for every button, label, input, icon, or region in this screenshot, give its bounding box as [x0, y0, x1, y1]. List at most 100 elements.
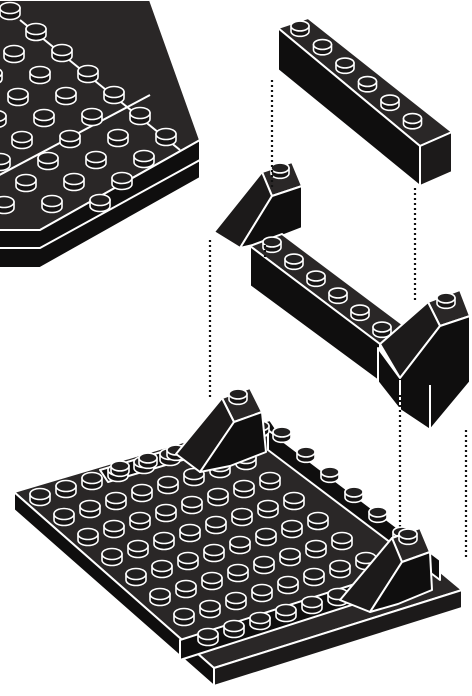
stud — [226, 593, 246, 610]
stud — [359, 77, 377, 92]
stud — [180, 525, 200, 542]
stud — [307, 271, 325, 286]
stud — [78, 529, 98, 546]
stud — [30, 489, 50, 506]
stud — [128, 541, 148, 558]
stud — [229, 389, 247, 404]
stud — [130, 513, 150, 530]
stud — [230, 537, 250, 554]
stud — [38, 153, 58, 170]
stud — [273, 427, 291, 442]
stud — [321, 467, 339, 482]
stud — [60, 131, 80, 148]
stud — [90, 195, 110, 212]
stud — [254, 557, 274, 574]
stud — [108, 130, 128, 147]
stud — [381, 95, 399, 110]
stud — [278, 577, 298, 594]
stud — [228, 565, 248, 582]
stud — [0, 154, 10, 171]
stud — [8, 89, 28, 106]
stud — [304, 569, 324, 586]
stud — [158, 477, 178, 494]
slope-brick-right — [378, 290, 470, 430]
stud — [202, 573, 222, 590]
stud — [200, 601, 220, 618]
stud — [0, 111, 6, 128]
stud — [206, 517, 226, 534]
stud — [332, 533, 352, 550]
stud — [234, 481, 254, 498]
stud — [34, 110, 54, 127]
stud — [178, 553, 198, 570]
stud — [82, 473, 102, 490]
stud — [130, 108, 150, 125]
stud — [154, 533, 174, 550]
brick-1x6-top — [278, 18, 452, 186]
stud — [182, 497, 202, 514]
stud — [282, 521, 302, 538]
stud — [126, 569, 146, 586]
stud — [252, 585, 272, 602]
stud — [437, 293, 455, 308]
stud — [280, 549, 300, 566]
stud — [156, 505, 176, 522]
stud — [329, 288, 347, 303]
stud — [104, 87, 124, 104]
stud — [291, 21, 309, 36]
stud — [404, 114, 422, 129]
stud — [52, 45, 72, 62]
stud — [284, 493, 304, 510]
stud — [104, 521, 124, 538]
stud — [82, 109, 102, 126]
slope-brick-left — [214, 162, 302, 248]
stud — [0, 3, 20, 20]
stud — [256, 529, 276, 546]
stud — [314, 40, 332, 55]
stud — [54, 509, 74, 526]
stud — [373, 322, 391, 337]
stud — [156, 129, 176, 146]
stud — [111, 461, 129, 476]
stud — [139, 453, 157, 468]
stud — [276, 605, 296, 622]
stud — [0, 197, 14, 214]
stud — [351, 305, 369, 320]
stud — [271, 163, 289, 178]
stud — [56, 88, 76, 105]
stud — [12, 132, 32, 149]
stud — [80, 501, 100, 518]
stud — [306, 541, 326, 558]
stud — [78, 66, 98, 83]
stud — [4, 46, 24, 63]
stud — [297, 447, 315, 462]
stud — [224, 621, 244, 638]
base-plate-upper-left — [0, 0, 200, 268]
stud — [112, 173, 132, 190]
stud — [176, 581, 196, 598]
stud — [330, 561, 350, 578]
stud — [232, 509, 252, 526]
stud — [86, 152, 106, 169]
stud — [258, 501, 278, 518]
stud — [260, 473, 280, 490]
stud — [106, 493, 126, 510]
stud — [134, 151, 154, 168]
stud — [336, 58, 354, 73]
stud — [56, 481, 76, 498]
stud — [42, 196, 62, 213]
stud — [198, 629, 218, 646]
stud — [30, 67, 50, 84]
stud — [250, 613, 270, 630]
stud — [208, 489, 228, 506]
stud — [308, 513, 328, 530]
stud — [174, 609, 194, 626]
stud — [285, 254, 303, 269]
stud — [204, 545, 224, 562]
stud — [102, 549, 122, 566]
stud — [345, 487, 363, 502]
stud — [26, 24, 46, 41]
stud — [64, 174, 84, 191]
stud — [152, 561, 172, 578]
